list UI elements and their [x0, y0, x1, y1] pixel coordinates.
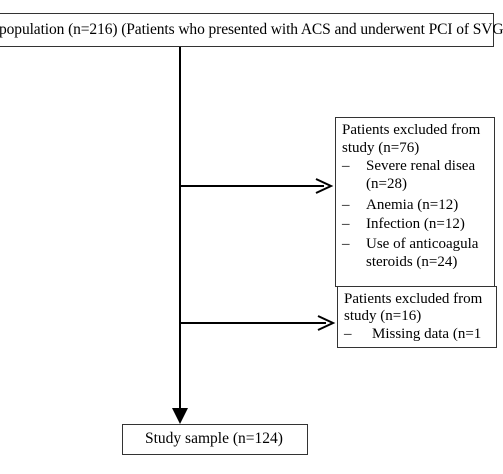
exclusion-1-item-4-line-1: Use of anticoagula [366, 236, 479, 252]
flowchart-connectors [172, 47, 336, 424]
exclusion-box-1: Patients excluded from study (n=76) – Se… [335, 117, 495, 287]
exclusion-2-item-1-bullet: – [344, 326, 352, 342]
exclusion-box-2: Patients excluded from study (n=16) – Mi… [337, 286, 497, 348]
exclusion-1-header-count: study (n=76) [342, 140, 420, 156]
exclusion-1-item-1-line-1: Severe renal disea [366, 158, 476, 174]
branch-arrowhead-1 [315, 178, 334, 194]
exclusion-1-item-1-line-2: (n=28) [366, 176, 407, 192]
exclusion-2-header: Patients excluded from [344, 291, 483, 307]
exclusion-1-header: Patients excluded from [342, 122, 481, 138]
exclusion-1-item-4-line-2: steroids (n=24) [366, 254, 458, 270]
exclusion-1-item-3-bullet: – [342, 216, 350, 232]
exclusion-1-item-3-line-1: Infection (n=12) [366, 216, 465, 232]
study-sample-box: Study sample (n=124) [122, 424, 308, 455]
exclusion-2-header-count: study (n=16) [344, 308, 422, 324]
source-population-box: population (n=216) (Patients who present… [0, 13, 503, 47]
branch-arrowhead-2 [317, 315, 336, 331]
exclusion-2-item-1-line-1: Missing data (n=1 [372, 326, 482, 342]
main-arrowhead [172, 408, 188, 424]
exclusion-1-item-2-bullet: – [342, 197, 350, 213]
exclusion-1-item-1-bullet: – [342, 158, 350, 174]
source-population-text: population (n=216) (Patients who present… [0, 21, 503, 38]
study-sample-text: Study sample (n=124) [145, 430, 283, 447]
exclusion-1-item-2-line-1: Anemia (n=12) [366, 197, 459, 213]
exclusion-1-item-4-bullet: – [342, 236, 350, 252]
